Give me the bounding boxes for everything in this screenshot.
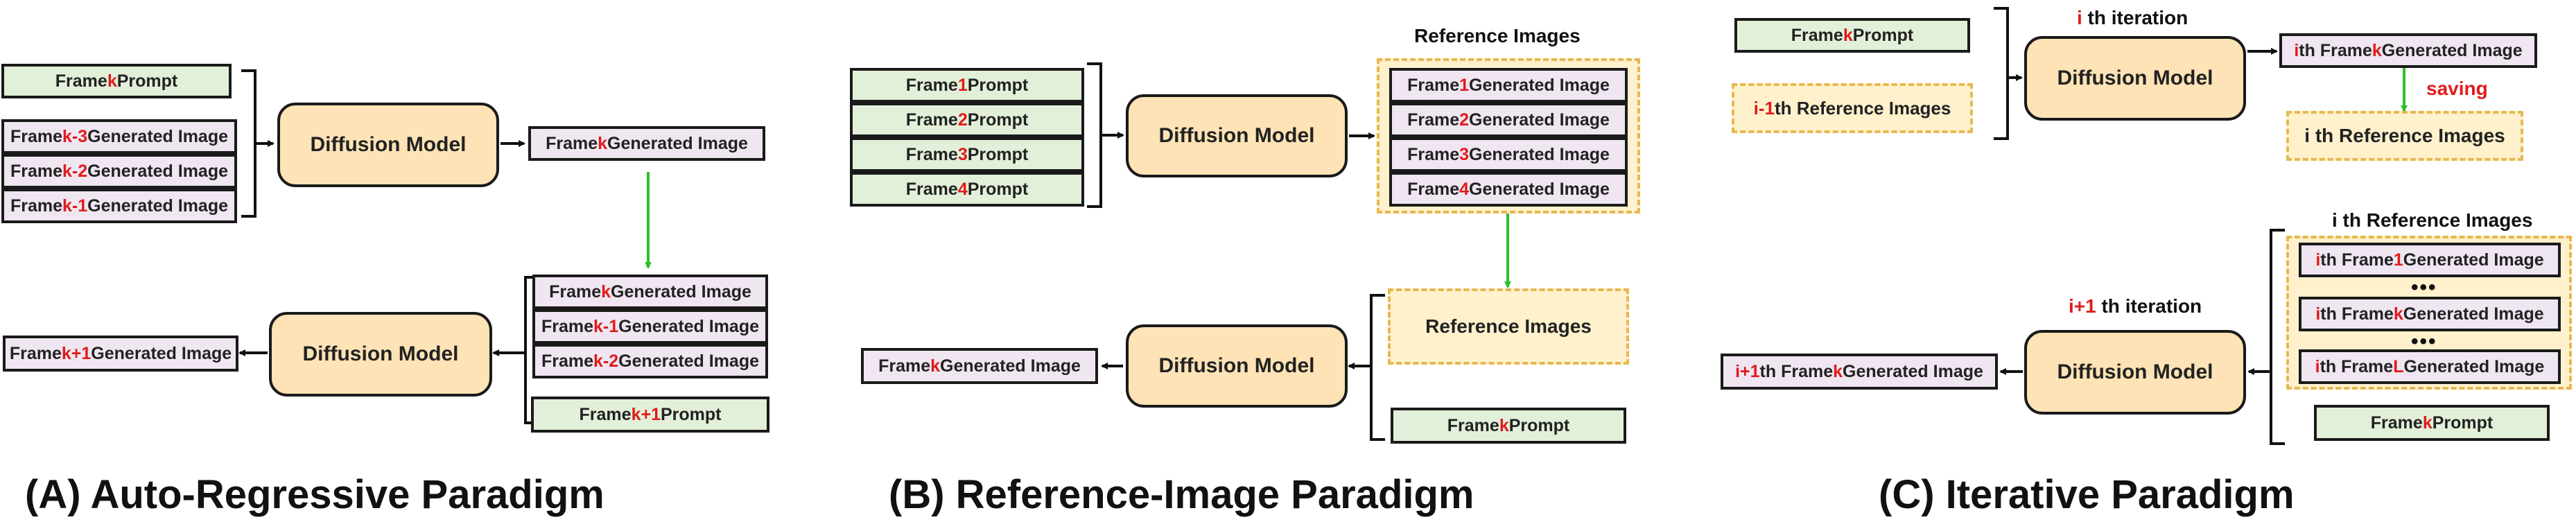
panel-a-output-frame-kp1: Frame k+1 Generated Image <box>3 336 238 372</box>
panel-b-frame-k-prompt: Frame k Prompt <box>1391 408 1626 444</box>
panel-c-previous-reference-images: i-1 th Reference Images <box>1732 83 1973 133</box>
panel-a-caption: (A) Auto-Regressive Paradigm <box>25 472 604 517</box>
panel-c-reference-group-title: i th Reference Images <box>2332 209 2533 231</box>
panel-c-saving-label: saving <box>2426 78 2488 99</box>
panel-a-frame-km3-image: Frame k-3 Generated Image <box>1 119 237 154</box>
panel-c-ellipsis-2: ••• <box>2411 330 2437 353</box>
panel-c-ellipsis-1: ••• <box>2411 276 2437 299</box>
panel-c-i-frame-L-image: i th Frame L Generated Image <box>2299 349 2561 384</box>
panel-c-i-frame-1-image: i th Frame 1 Generated Image <box>2299 243 2561 277</box>
panel-a-frame-km2-image: Frame k-2 Generated Image <box>1 154 237 189</box>
panel-a-frame-kp1-prompt: Frame k+1 Prompt <box>531 397 769 433</box>
panel-b-frame-3-prompt: Frame 3 Prompt <box>850 137 1084 172</box>
panel-b-connectors <box>1087 62 1511 441</box>
panel-c-i-frame-k-image: i th Frame k Generated Image <box>2299 297 2561 331</box>
panel-c-connectors <box>1994 7 2408 445</box>
panel-c-frame-k-prompt-bottom: Frame k Prompt <box>2314 405 2550 441</box>
panel-c-frame-k-prompt-top: Frame k Prompt <box>1734 18 1970 53</box>
panel-c-iteration-ip1-label: i+1 th iteration <box>2069 295 2202 317</box>
panel-a-frame-km1-image: Frame k-1 Generated Image <box>1 189 237 223</box>
panel-a-input2-frame-km1: Frame k-1 Generated Image <box>532 309 768 344</box>
panel-a-input2-frame-k: Frame k Generated Image <box>532 275 768 309</box>
panel-a-input2-frame-km2: Frame k-2 Generated Image <box>532 344 768 378</box>
panel-b-output-frame-k: Frame k Generated Image <box>861 348 1098 384</box>
panel-a-diffusion-model-2: Diffusion Model <box>269 312 492 397</box>
panel-a-diffusion-model-1: Diffusion Model <box>277 103 499 187</box>
panel-c-output-ip1-frame-k: i+1 th Frame k Generated Image <box>1721 354 1998 390</box>
panel-c-diffusion-model-1: Diffusion Model <box>2024 36 2246 121</box>
panel-b-frame-1-prompt: Frame 1 Prompt <box>850 68 1084 103</box>
panel-c-diffusion-model-2: Diffusion Model <box>2024 330 2246 415</box>
panel-b-diffusion-model-2: Diffusion Model <box>1126 324 1348 408</box>
panel-a-frame-k-prompt: Frame k Prompt <box>1 64 232 98</box>
panel-b-frame-2-prompt: Frame 2 Prompt <box>850 103 1084 137</box>
panel-c-output-i-frame-k: i th Frame k Generated Image <box>2279 33 2537 68</box>
panel-b-reference-images-box: Reference Images <box>1388 288 1629 365</box>
panel-b-frame-4-prompt: Frame 4 Prompt <box>850 172 1084 207</box>
panel-b-caption: (B) Reference-Image Paradigm <box>889 472 1474 517</box>
panel-c-caption: (C) Iterative Paradigm <box>1879 472 2295 517</box>
panel-b-reference-title: Reference Images <box>1414 25 1581 46</box>
panel-b-frame-3-image: Frame 3 Generated Image <box>1389 137 1628 172</box>
panel-b-frame-2-image: Frame 2 Generated Image <box>1389 103 1628 137</box>
panel-a-output-frame-k: Frame k Generated Image <box>528 126 765 161</box>
panel-b-frame-1-image: Frame 1 Generated Image <box>1389 68 1628 103</box>
panel-c-iteration-i-label: i th iteration <box>2077 7 2188 28</box>
panel-c-i-reference-images: i th Reference Images <box>2286 111 2523 161</box>
panel-b-frame-4-image: Frame 4 Generated Image <box>1389 172 1628 207</box>
panel-b-diffusion-model-1: Diffusion Model <box>1126 94 1348 177</box>
